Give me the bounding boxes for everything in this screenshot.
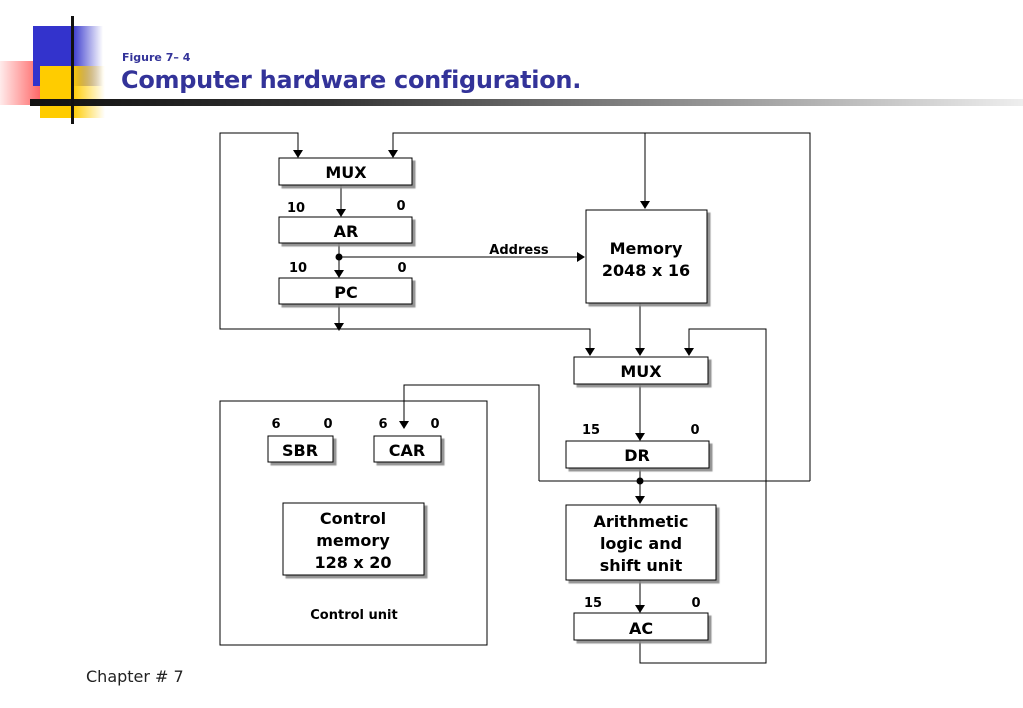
junction-dr xyxy=(636,477,644,485)
title-underline xyxy=(30,99,1023,106)
footer-chapter: Chapter # 7 xyxy=(86,667,184,686)
control-memory-line2: memory xyxy=(316,531,390,550)
ac-block xyxy=(573,612,709,641)
dr-msb: 15 xyxy=(582,423,600,438)
wire-pc-to-mux-top xyxy=(219,132,339,330)
pc-label: PC xyxy=(334,283,357,302)
mux-top-label: MUX xyxy=(325,163,367,182)
car-block xyxy=(373,435,442,463)
car-lsb: 0 xyxy=(430,417,439,432)
car-label: CAR xyxy=(389,441,425,460)
alu-label-line2: logic and xyxy=(600,534,682,553)
control-memory-line3: 128 x 20 xyxy=(314,553,391,572)
sbr-msb: 6 xyxy=(271,417,280,432)
decor-vertical-line xyxy=(71,16,74,124)
dr-label: DR xyxy=(624,446,650,465)
ac-msb: 15 xyxy=(584,596,602,611)
wire-dr-to-car xyxy=(399,384,540,481)
address-label: Address xyxy=(489,243,549,258)
wires xyxy=(219,132,811,664)
alu-label-line1: Arithmetic xyxy=(594,512,689,531)
wire-bus-to-mux-top xyxy=(388,132,811,481)
ac-lsb: 0 xyxy=(691,596,700,611)
memory-label-line2: 2048 x 16 xyxy=(602,261,690,280)
control-memory-block xyxy=(282,502,425,576)
pc-lsb: 0 xyxy=(397,261,406,276)
pc-msb: 10 xyxy=(289,261,307,276)
control-memory-line1: Control xyxy=(320,509,386,528)
sbr-label: SBR xyxy=(282,441,318,460)
control-unit-label: Control unit xyxy=(310,608,397,623)
wire-pc-to-mux-mid xyxy=(339,328,595,356)
mux-top-block xyxy=(278,157,413,186)
ac-label: AC xyxy=(629,619,653,638)
alu-block xyxy=(565,504,717,581)
car-msb: 6 xyxy=(378,417,387,432)
pc-block xyxy=(278,277,413,305)
ar-msb: 10 xyxy=(287,201,305,216)
sbr-block xyxy=(267,435,334,463)
dr-lsb: 0 xyxy=(690,423,699,438)
control-unit-box xyxy=(219,400,488,646)
figure-number: Figure 7– 4 xyxy=(122,51,191,64)
junction-ar xyxy=(335,253,343,261)
ar-label: AR xyxy=(334,222,359,241)
ar-block xyxy=(278,216,413,244)
alu-label-line3: shift unit xyxy=(600,556,683,575)
memory-block xyxy=(585,209,708,304)
sbr-lsb: 0 xyxy=(323,417,332,432)
page-title: Computer hardware configuration. xyxy=(121,66,582,94)
mux-mid-label: MUX xyxy=(620,362,662,381)
dr-block xyxy=(565,440,710,469)
mux-mid-block xyxy=(573,356,709,385)
ar-lsb: 0 xyxy=(396,199,405,214)
memory-label-line1: Memory xyxy=(610,239,683,258)
wire-ac-to-mux-mid xyxy=(639,328,767,664)
